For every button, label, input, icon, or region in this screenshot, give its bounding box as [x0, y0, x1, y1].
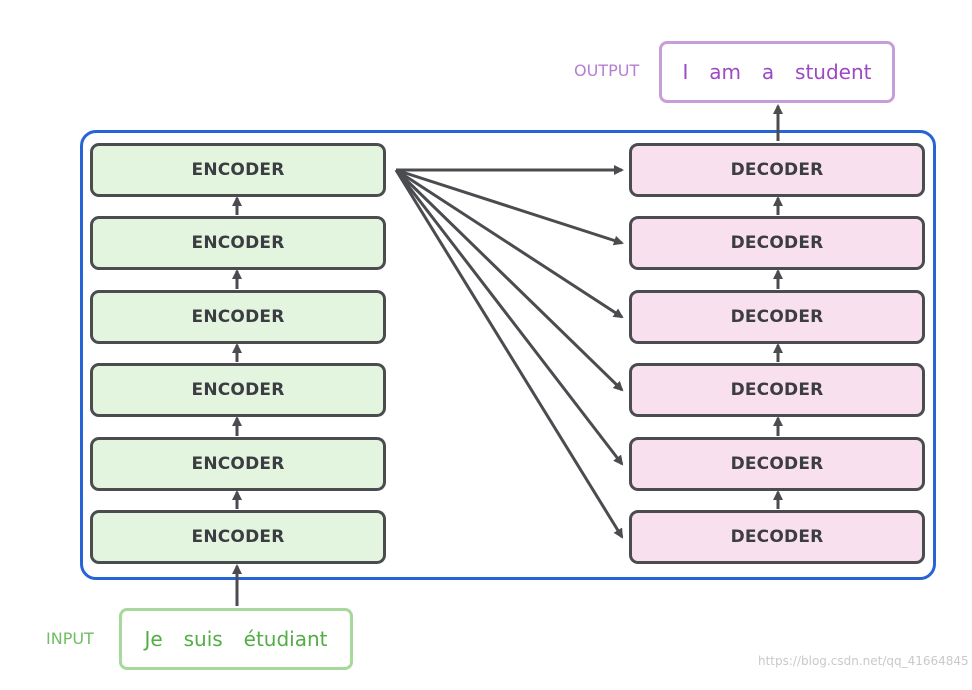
output-word: a — [761, 60, 775, 84]
decoder-label: DECODER — [730, 527, 824, 547]
encoder-to-decoder-arrow — [394, 168, 624, 392]
decoder-label: DECODER — [730, 454, 824, 474]
watermark: https://blog.csdn.net/qq_41664845 — [758, 654, 969, 668]
encoder-label: ENCODER — [191, 527, 285, 547]
decoder-label: DECODER — [730, 233, 824, 253]
encoder-block-6: ENCODER — [90, 143, 386, 197]
encoder-to-decoder-arrow — [394, 169, 624, 539]
encoder-to-decoder-arrow — [395, 168, 624, 246]
encoder-block-5: ENCODER — [90, 216, 386, 270]
encoder-block-3: ENCODER — [90, 363, 386, 417]
input-word: étudiant — [243, 627, 328, 651]
input-sentence-box: Je suis étudiant — [119, 608, 353, 670]
encoder-block-4: ENCODER — [90, 290, 386, 344]
input-word: suis — [183, 627, 223, 651]
decoder-block-5: DECODER — [629, 216, 925, 270]
decoder-label: DECODER — [730, 380, 824, 400]
encoder-label: ENCODER — [191, 307, 285, 327]
input-word: Je — [144, 627, 163, 651]
output-sentence-box: I am a student — [659, 41, 895, 103]
encoder-label: ENCODER — [191, 380, 285, 400]
encoder-label: ENCODER — [191, 160, 285, 180]
decoder-block-6: DECODER — [629, 143, 925, 197]
decoder-block-4: DECODER — [629, 290, 925, 344]
output-word: I — [682, 60, 689, 84]
decoder-block-1: DECODER — [629, 510, 925, 564]
encoder-decoder-container — [80, 130, 936, 580]
decoder-label: DECODER — [730, 307, 824, 327]
encoder-block-1: ENCODER — [90, 510, 386, 564]
decoder-label: DECODER — [730, 160, 824, 180]
encoder-to-decoder-arrow — [395, 168, 624, 319]
encoder-to-decoder-arrow — [394, 169, 624, 466]
output-label: OUTPUT — [574, 61, 640, 80]
output-word: student — [795, 60, 872, 84]
output-word: am — [709, 60, 741, 84]
encoder-label: ENCODER — [191, 454, 285, 474]
decoder-block-3: DECODER — [629, 363, 925, 417]
input-label: INPUT — [46, 629, 94, 648]
decoder-block-2: DECODER — [629, 437, 925, 491]
encoder-block-2: ENCODER — [90, 437, 386, 491]
encoder-label: ENCODER — [191, 233, 285, 253]
